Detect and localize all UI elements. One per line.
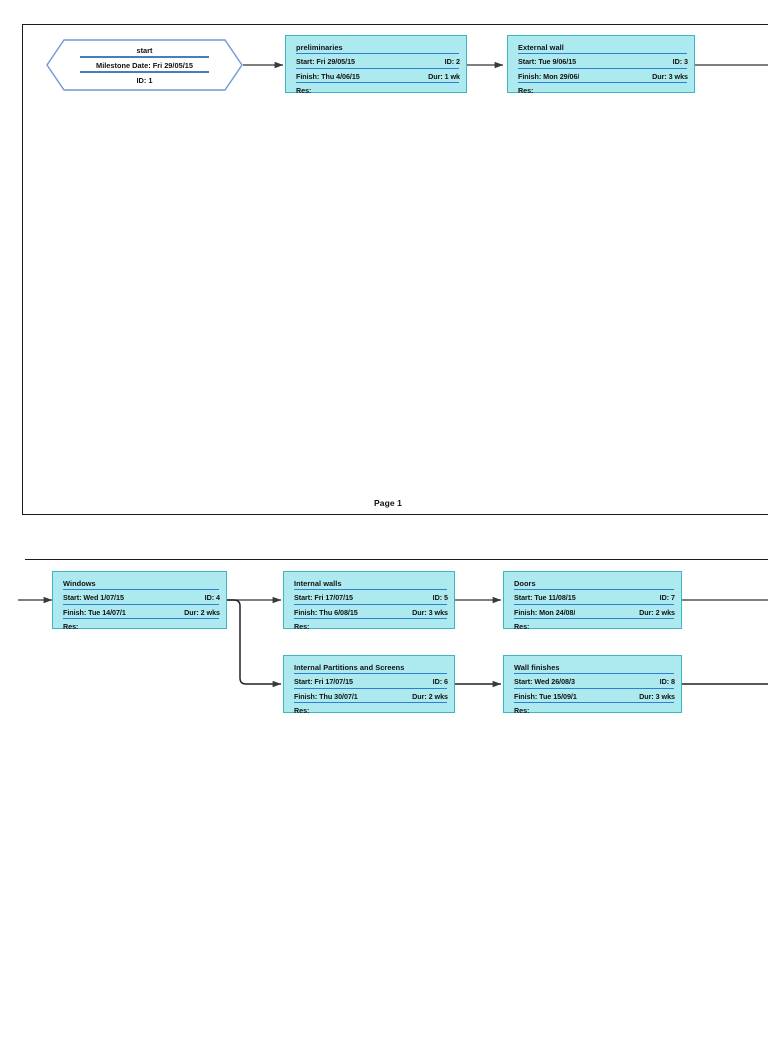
task-resources: Res:: [294, 706, 310, 716]
task-finish: Finish: Tue 14/07/1: [63, 607, 126, 617]
task-start: Start: Wed 1/07/15: [63, 593, 124, 603]
milestone-hexagon-shape: [46, 39, 243, 91]
task-node-wall-finishes[interactable]: Wall finishes Start: Wed 26/08/3 ID: 8 F…: [503, 655, 682, 715]
node-title-row: Windows: [53, 576, 226, 591]
node-title-row: Wall finishes: [504, 660, 681, 675]
task-start: Start: Tue 11/08/15: [514, 593, 576, 603]
milestone-name: start: [136, 46, 153, 55]
node-res-row: Res:: [504, 704, 681, 719]
milestone-id: ID: 1: [136, 76, 153, 85]
task-id: ID: 4: [204, 593, 220, 603]
task-duration: Dur: 3 wks: [639, 691, 675, 701]
milestone-name-row: start: [46, 43, 243, 58]
page-1-label: Page 1: [373, 498, 402, 508]
milestone-date: Milestone Date: Fri 29/05/15: [96, 61, 193, 70]
task-finish: Finish: Thu 4/06/15: [296, 71, 360, 81]
task-start: Start: Fri 17/07/15: [294, 593, 353, 603]
task-name: preliminaries: [296, 42, 343, 52]
task-node-internal-walls[interactable]: Internal walls Start: Fri 17/07/15 ID: 5…: [283, 571, 455, 631]
milestone-date-row: Milestone Date: Fri 29/05/15: [46, 58, 243, 73]
task-duration: Dur: 2 wks: [184, 607, 220, 617]
task-duration: Dur: 2 wks: [412, 691, 448, 701]
task-duration: Dur: 1 wk: [428, 71, 460, 81]
page-2-sheet: [25, 559, 768, 1050]
task-finish: Finish: Thu 6/08/15: [294, 607, 358, 617]
node-res-row: Res:: [286, 84, 466, 99]
node-start-row: Start: Wed 26/08/3 ID: 8: [504, 675, 681, 690]
task-id: ID: 7: [659, 593, 675, 603]
diagram-canvas: Page 1: [18, 24, 768, 716]
task-start: Start: Wed 26/08/3: [514, 677, 575, 687]
task-resources: Res:: [514, 706, 530, 716]
task-id: ID: 6: [432, 677, 448, 687]
milestone-id-row: ID: 1: [46, 73, 243, 88]
node-title-row: preliminaries: [286, 40, 466, 55]
task-id: ID: 3: [672, 57, 688, 67]
node-title-row: Doors: [504, 576, 681, 591]
task-resources: Res:: [294, 622, 310, 632]
task-name: Wall finishes: [514, 662, 560, 672]
node-start-row: Start: Tue 11/08/15 ID: 7: [504, 591, 681, 606]
task-resources: Res:: [296, 86, 312, 96]
task-finish: Finish: Thu 30/07/1: [294, 691, 358, 701]
node-start-row: Start: Fri 17/07/15 ID: 5: [284, 591, 454, 606]
task-id: ID: 2: [444, 57, 460, 67]
task-node-doors[interactable]: Doors Start: Tue 11/08/15 ID: 7 Finish: …: [503, 571, 682, 631]
node-start-row: Start: Fri 17/07/15 ID: 6: [284, 675, 454, 690]
node-finish-row: Finish: Mon 24/08/ Dur: 2 wks: [504, 605, 681, 620]
task-id: ID: 5: [432, 593, 448, 603]
node-finish-row: Finish: Thu 6/08/15 Dur: 3 wks: [284, 605, 454, 620]
node-finish-row: Finish: Tue 14/07/1 Dur: 2 wks: [53, 605, 226, 620]
task-node-windows[interactable]: Windows Start: Wed 1/07/15 ID: 4 Finish:…: [52, 571, 227, 631]
task-resources: Res:: [514, 622, 530, 632]
task-node-internal-partitions-and-screens[interactable]: Internal Partitions and Screens Start: F…: [283, 655, 455, 715]
task-name: Internal Partitions and Screens: [294, 662, 405, 672]
task-resources: Res:: [63, 622, 79, 632]
task-duration: Dur: 3 wks: [652, 71, 688, 81]
task-finish: Finish: Mon 24/08/: [514, 607, 576, 617]
task-finish: Finish: Tue 15/09/1: [514, 691, 577, 701]
node-finish-row: Finish: Mon 29/06/ Dur: 3 wks: [508, 69, 694, 84]
task-node-external-wall[interactable]: External wall Start: Tue 9/06/15 ID: 3 F…: [507, 35, 695, 95]
task-node-preliminaries[interactable]: preliminaries Start: Fri 29/05/15 ID: 2 …: [285, 35, 467, 95]
task-name: Doors: [514, 578, 536, 588]
node-res-row: Res:: [508, 84, 694, 99]
task-name: Internal walls: [294, 578, 342, 588]
task-resources: Res:: [518, 86, 534, 96]
node-title-row: External wall: [508, 40, 694, 55]
node-res-row: Res:: [504, 620, 681, 635]
node-finish-row: Finish: Thu 30/07/1 Dur: 2 wks: [284, 689, 454, 704]
task-name: Windows: [63, 578, 96, 588]
task-start: Start: Fri 17/07/15: [294, 677, 353, 687]
task-finish: Finish: Mon 29/06/: [518, 71, 580, 81]
task-duration: Dur: 2 wks: [639, 607, 675, 617]
milestone-node-start[interactable]: start Milestone Date: Fri 29/05/15 ID: 1: [46, 39, 243, 91]
node-title-row: Internal Partitions and Screens: [284, 660, 454, 675]
node-res-row: Res:: [284, 620, 454, 635]
task-duration: Dur: 3 wks: [412, 607, 448, 617]
node-start-row: Start: Tue 9/06/15 ID: 3: [508, 55, 694, 70]
node-res-row: Res:: [53, 620, 226, 635]
task-id: ID: 8: [659, 677, 675, 687]
task-name: External wall: [518, 42, 564, 52]
page-1-sheet: Page 1: [22, 24, 768, 515]
node-title-row: Internal walls: [284, 576, 454, 591]
node-res-row: Res:: [284, 704, 454, 719]
node-finish-row: Finish: Tue 15/09/1 Dur: 3 wks: [504, 689, 681, 704]
node-start-row: Start: Wed 1/07/15 ID: 4: [53, 591, 226, 606]
task-start: Start: Tue 9/06/15: [518, 57, 577, 67]
node-finish-row: Finish: Thu 4/06/15 Dur: 1 wk: [286, 69, 466, 84]
node-start-row: Start: Fri 29/05/15 ID: 2: [286, 55, 466, 70]
task-start: Start: Fri 29/05/15: [296, 57, 355, 67]
